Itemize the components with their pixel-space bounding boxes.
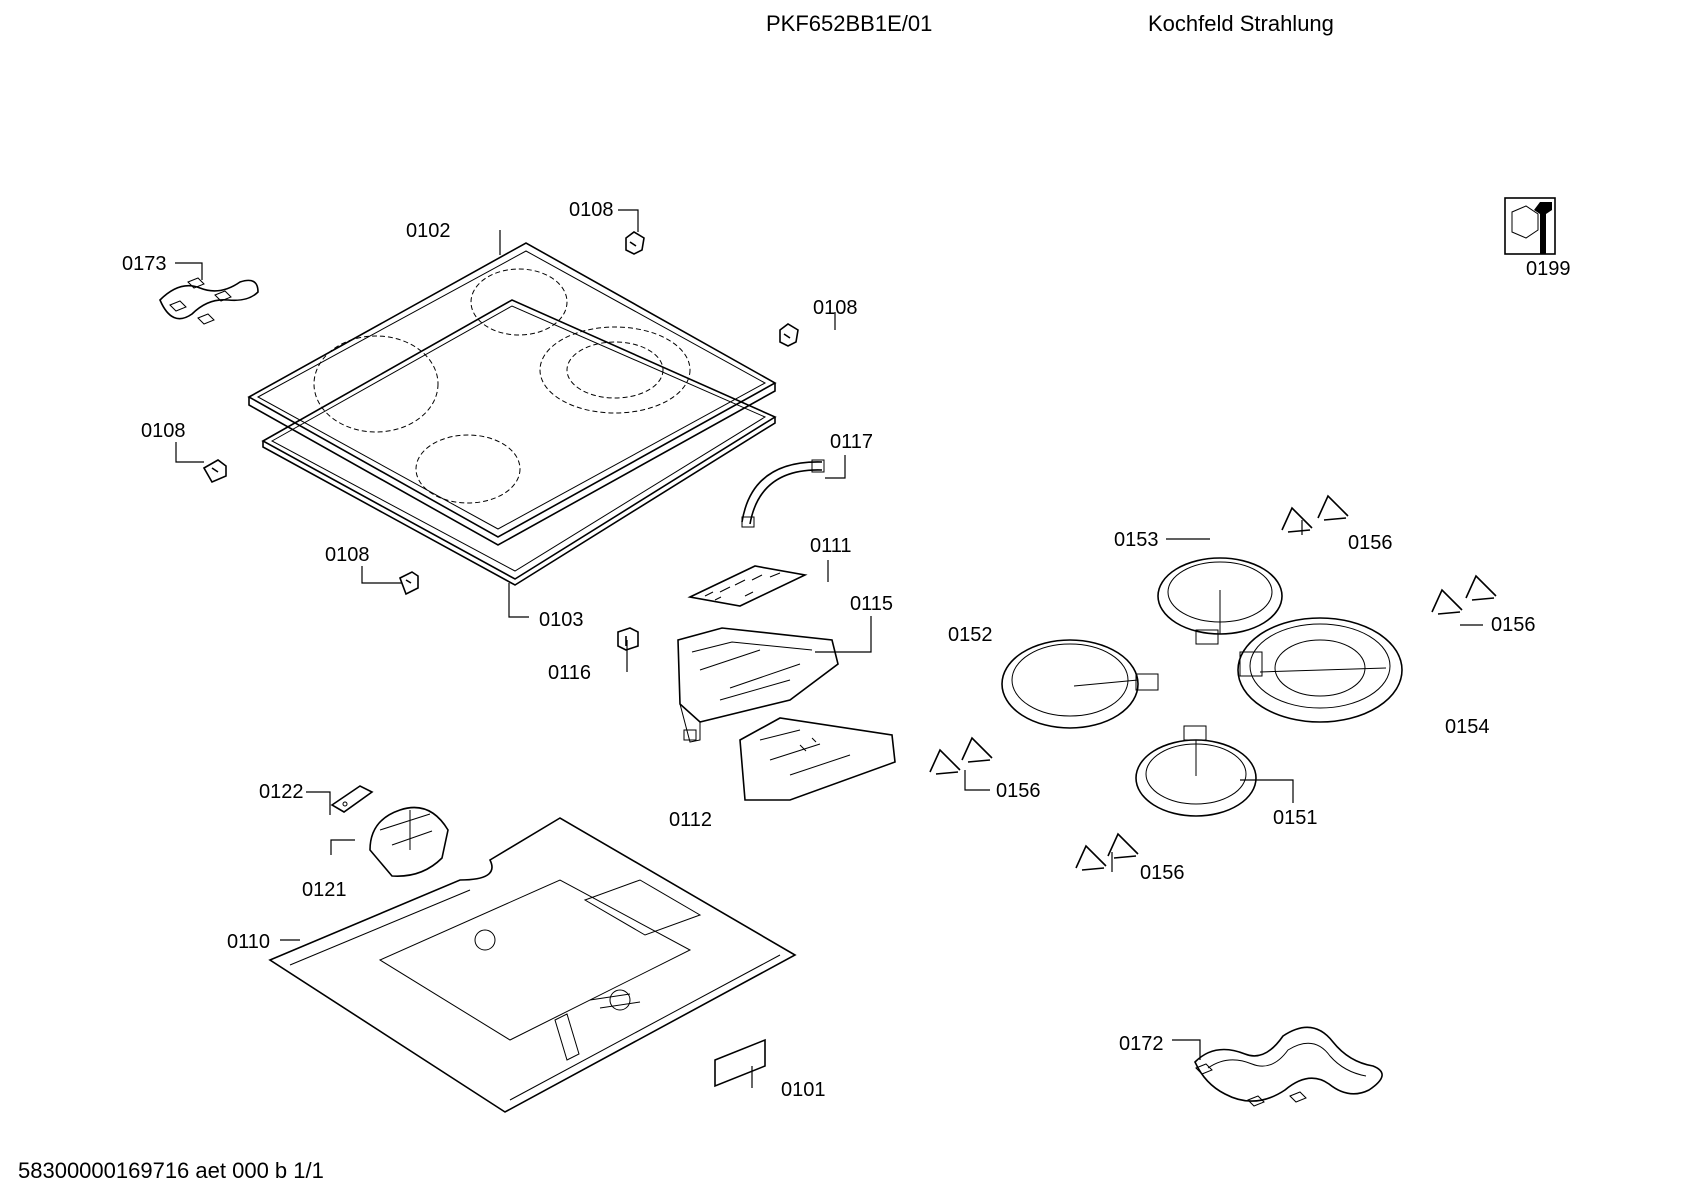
callout-0156-top[interactable]: 0156 [1348,532,1393,554]
footer-code: 58300000169716 aet 000 b 1/1 [18,1158,324,1183]
rating-label-0101[interactable] [714,1038,766,1088]
callout-0121[interactable]: 0121 [302,879,347,901]
wiring-loom-0172[interactable] [1194,1026,1383,1107]
callout-0115[interactable]: 0115 [850,593,894,615]
heater-0151[interactable] [1135,725,1257,817]
callout-0102[interactable]: 0102 [406,220,451,242]
clip-pair-0156-bottom[interactable] [1075,832,1139,871]
clip-0116[interactable] [617,627,639,651]
clip-pair-0156-top[interactable] [1281,494,1349,533]
callout-0103[interactable]: 0103 [539,609,584,631]
glass-ceramic-top[interactable] [247,242,777,546]
callout-0152[interactable]: 0152 [948,624,993,646]
callout-0112[interactable]: 0112 [669,809,713,831]
bottom-tray-0110[interactable] [268,817,797,1113]
clip-pair-0156-right[interactable] [1431,574,1497,615]
callout-0116[interactable]: 0116 [548,662,592,684]
bracket-0122[interactable] [330,785,374,813]
clip-0108-left[interactable] [202,459,227,484]
heater-0152[interactable] [1001,639,1159,729]
clip-0108-right[interactable] [779,323,799,347]
model-number: PKF652BB1E/01 [766,11,933,36]
heater-0154[interactable] [1237,617,1403,723]
electronics-housing-0115[interactable] [677,627,839,743]
callout-0108-left[interactable]: 0108 [141,420,186,442]
callout-0110[interactable]: 0110 [227,931,271,953]
callout-0101[interactable]: 0101 [781,1079,826,1101]
control-board-0111[interactable] [687,565,808,607]
callout-0151[interactable]: 0151 [1273,807,1318,829]
callout-0156-bottom[interactable]: 0156 [1140,862,1185,884]
fan-0121[interactable] [369,806,449,877]
clip-pair-0156-mid[interactable] [929,736,993,775]
callout-0108-lower[interactable]: 0108 [325,544,370,566]
wiring-0173[interactable] [159,277,259,325]
power-board-0112[interactable] [739,717,896,801]
heater-0153[interactable] [1157,557,1283,645]
cable-0117[interactable] [741,459,825,528]
callout-0154[interactable]: 0154 [1445,716,1490,738]
callout-0172[interactable]: 0172 [1119,1033,1164,1055]
callout-0156-right[interactable]: 0156 [1491,614,1536,636]
callout-0199[interactable]: 0199 [1526,258,1571,280]
callout-0108-top[interactable]: 0108 [569,199,614,221]
callout-0173[interactable]: 0173 [122,253,167,275]
wrench-nut-icon[interactable] [1504,197,1556,255]
callout-0122[interactable]: 0122 [259,781,304,803]
callout-0111[interactable]: 0111 [810,535,852,557]
diagram-title: Kochfeld Strahlung [1148,11,1334,36]
callout-0117[interactable]: 0117 [830,431,874,453]
clip-0108-top[interactable] [625,231,645,255]
hob-frame[interactable] [261,299,777,586]
callout-0156-mid[interactable]: 0156 [996,780,1041,802]
callout-0153[interactable]: 0153 [1114,529,1159,551]
leader-lines [175,209,1483,1088]
clip-0108-lower[interactable] [398,571,419,596]
callout-0108-right[interactable]: 0108 [813,297,858,319]
